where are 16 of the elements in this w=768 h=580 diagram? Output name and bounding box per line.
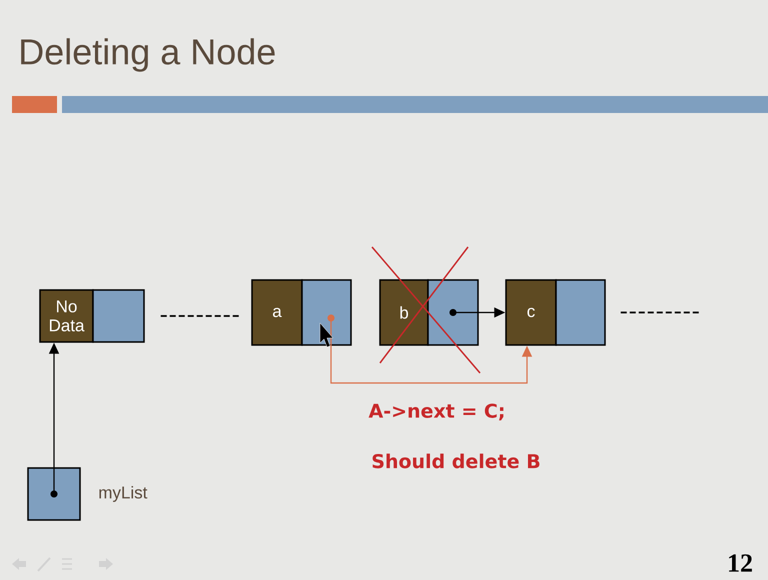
variable-name: myList [99,486,148,502]
pointer-cell [301,279,352,346]
data-cell: a [251,279,303,346]
dashed-line [620,312,701,314]
pointer-box [27,467,81,521]
title: Deleting a Node [21,38,275,72]
code-note: Should delete B [372,454,540,468]
pointer-cell [427,279,479,346]
code-note: A->next = C; [368,404,504,420]
data-cell: c [505,279,557,346]
dashed-line [160,315,240,317]
pointer-cell [555,279,606,346]
page-number: 12 [729,554,752,572]
data-cell: No Data [39,289,94,343]
pointer-cell [92,289,145,343]
data-cell: b [379,279,429,346]
